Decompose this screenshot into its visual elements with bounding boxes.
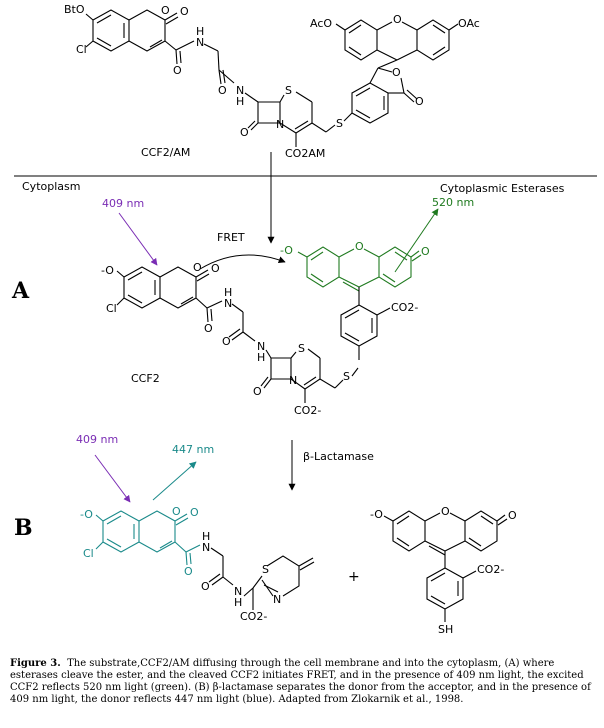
wavelength-447: 447 nm	[172, 443, 215, 456]
atom-a-nh-n: N	[257, 340, 266, 353]
wavelength-409-b: 409 nm	[76, 433, 119, 446]
donor-chain-structure	[208, 547, 315, 610]
ccf2am-structure	[85, 9, 459, 147]
atom-nh-h: H	[236, 95, 245, 108]
atom-b-o-minus-right: -O	[370, 508, 383, 521]
atom-amide-n: N	[196, 36, 205, 49]
arrow-excitation-a	[118, 212, 158, 266]
arrow-fret	[199, 254, 286, 270]
figure-caption: Figure 3. The substrate,CCF2/AM diffusin…	[10, 658, 594, 706]
fret-label: FRET	[217, 231, 245, 244]
atom-b-o-keto-right: O	[508, 509, 517, 522]
atom-a-o-xanthene: O	[355, 240, 364, 253]
atom-a-s-link: S	[343, 370, 350, 383]
atom-a-h: H	[224, 286, 233, 299]
atom-b-co2-right: CO2-	[477, 563, 505, 576]
atom-b-o-amide2: O	[201, 580, 210, 593]
compound-label-ccf2am: CCF2/AM	[141, 146, 191, 159]
atom-amide-o1: O	[173, 64, 182, 77]
atom-a-nh-h: H	[257, 351, 266, 364]
atom-o-ring: O	[161, 4, 170, 17]
atom-b-o-minus: -O	[80, 508, 93, 521]
esterases-label: Cytoplasmic Esterases	[440, 182, 565, 195]
atom-b-n-ring: N	[273, 593, 282, 606]
atom-b-n: N	[202, 541, 211, 554]
atom-b-co2: CO2-	[240, 610, 268, 623]
atom-a-n-ring: N	[289, 374, 298, 387]
arrow-emission-b	[152, 461, 197, 501]
atom-bto: BtO	[64, 3, 85, 16]
atom-a-o-keto-green: O	[421, 245, 430, 258]
atom-b-nh-h: H	[234, 596, 243, 609]
atom-a-o-minus-green: -O	[280, 244, 293, 257]
ccf2-structure	[116, 266, 359, 403]
caption-figure-label: Figure 3.	[10, 658, 61, 669]
atom-o-xanthene: O	[393, 13, 402, 26]
caption-text: The substrate,CCF2/AM diffusing through …	[10, 658, 591, 705]
atom-b-s: S	[262, 563, 269, 576]
atom-s-link: S	[336, 117, 343, 130]
panel-b-letter: B	[14, 515, 33, 541]
atom-a-o-keto: O	[211, 262, 220, 275]
compound-label-ccf2: CCF2	[131, 372, 160, 385]
atom-b-sh: SH	[438, 623, 454, 636]
cytoplasm-label: Cytoplasm	[22, 180, 81, 193]
atom-o-keto: O	[180, 5, 189, 18]
atom-oac: OAc	[458, 17, 480, 30]
atom-a-o-ring: O	[193, 261, 202, 274]
atom-amide-h: H	[196, 25, 205, 38]
atom-a-cl: Cl	[106, 302, 117, 315]
atom-b-h: H	[202, 530, 211, 543]
arrow-emission-a	[394, 208, 439, 273]
atom-b-o-xanthene: O	[441, 505, 450, 518]
beta-lactamase-label: β-Lactamase	[303, 450, 374, 463]
atom-a-o-blactam: O	[253, 385, 262, 398]
wavelength-520: 520 nm	[432, 196, 475, 209]
acceptor-structure	[383, 510, 508, 622]
atom-aco: AcO	[310, 17, 333, 30]
atom-b-cl: Cl	[83, 547, 94, 560]
atom-co2am: CO2AM	[285, 147, 326, 160]
atom-o-lactone-keto: O	[415, 95, 424, 108]
atom-s: S	[285, 84, 292, 97]
atom-b-o-amide1: O	[184, 565, 193, 578]
atom-a-o-amide2: O	[222, 335, 231, 348]
atom-b-o-keto: O	[190, 506, 199, 519]
atom-b-o-ring: O	[172, 505, 181, 518]
plus-sign: +	[348, 569, 360, 585]
atom-a-o-amide1: O	[204, 322, 213, 335]
ccf2-acceptor-structure	[297, 246, 422, 292]
atom-n-ring: N	[276, 118, 285, 131]
atom-o-lactone: O	[392, 66, 401, 79]
atom-a-s: S	[298, 342, 305, 355]
atom-amide-o2: O	[218, 84, 227, 97]
atom-b-nh-n: N	[234, 585, 243, 598]
arrow-excitation-b	[94, 454, 131, 503]
atom-a-co2-aryl: CO2-	[391, 301, 419, 314]
atom-cl: Cl	[76, 43, 87, 56]
donor-structure	[95, 510, 201, 566]
atom-a-o-minus: -O	[101, 264, 114, 277]
atom-o-blactam: O	[240, 126, 249, 139]
atom-a-n: N	[224, 297, 233, 310]
ccf2-aryl-structure	[340, 287, 391, 360]
atom-nh-n: N	[236, 84, 245, 97]
panel-a-letter: A	[12, 278, 30, 304]
wavelength-409-a: 409 nm	[102, 197, 145, 210]
atom-a-co2: CO2-	[294, 404, 322, 417]
